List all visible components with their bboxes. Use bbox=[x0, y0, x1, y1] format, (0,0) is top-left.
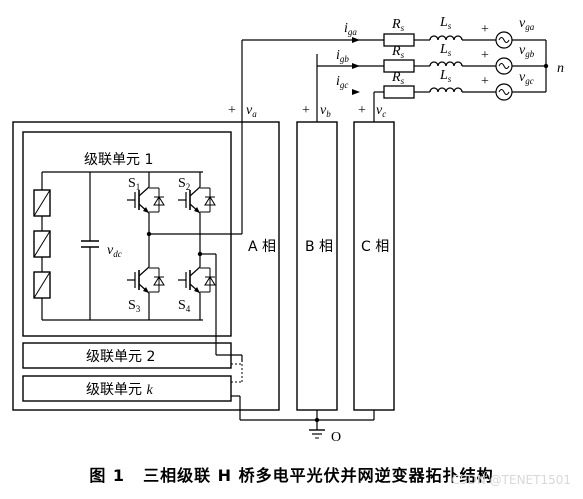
vdc-sub: dc bbox=[113, 249, 122, 259]
svg-text:Ls: Ls bbox=[439, 68, 452, 84]
svg-text:S3: S3 bbox=[128, 298, 141, 314]
phase-c-label: C 相 bbox=[361, 239, 389, 255]
inductor-a bbox=[429, 35, 463, 41]
vc-sub: c bbox=[382, 109, 386, 119]
plus-vc: + bbox=[358, 103, 366, 118]
figure-number: 图 1 bbox=[89, 466, 126, 485]
svg-text:S1: S1 bbox=[128, 176, 140, 192]
inductor-b bbox=[429, 61, 463, 67]
plus-vb: + bbox=[302, 103, 310, 118]
inductor-a-label: L bbox=[439, 15, 448, 30]
svg-text:va: va bbox=[246, 103, 257, 119]
s3-sub: 3 bbox=[136, 304, 141, 314]
svg-text:Ls: Ls bbox=[439, 42, 452, 58]
svg-text:igb: igb bbox=[336, 48, 349, 64]
pv-panel-3 bbox=[33, 271, 51, 299]
svg-text:vgb: vgb bbox=[519, 43, 535, 59]
plus-b: + bbox=[481, 48, 489, 63]
vc-label: v bbox=[376, 103, 383, 118]
ac-source-c-icon bbox=[495, 83, 513, 101]
cell-1-title: 级联单元 1 bbox=[84, 152, 153, 168]
inductor-c-label: L bbox=[439, 68, 448, 83]
resistor-a-sub: s bbox=[401, 23, 405, 33]
cascade-cell-k-box bbox=[22, 375, 232, 402]
svg-text:iga: iga bbox=[344, 21, 357, 37]
s2-sub: 2 bbox=[186, 182, 191, 192]
inductor-a-sub: s bbox=[448, 21, 452, 31]
s4-label: S bbox=[178, 298, 186, 313]
switch-s3-icon bbox=[126, 261, 165, 299]
cell-2-title: 级联单元 2 bbox=[86, 349, 155, 365]
vgb-label: v bbox=[519, 43, 526, 58]
s4-sub: 4 bbox=[186, 304, 191, 314]
phase-a-label: A 相 bbox=[248, 239, 276, 255]
phase-b-label: B 相 bbox=[305, 239, 333, 255]
cell-k-var: k bbox=[146, 383, 153, 398]
cell-k-title: 级联单元 bbox=[86, 382, 146, 398]
resistor-c-label: R bbox=[391, 70, 401, 85]
s1-label: S bbox=[128, 176, 136, 191]
svg-text:级联单元 k: 级联单元 k bbox=[86, 382, 153, 398]
ac-source-b-icon bbox=[495, 57, 513, 75]
vdc-label: v bbox=[107, 243, 114, 258]
current-a-sub: ga bbox=[348, 27, 358, 37]
phase-b-box bbox=[296, 121, 338, 411]
s2-label: S bbox=[178, 176, 186, 191]
plus-a: + bbox=[481, 22, 489, 37]
inductor-b-sub: s bbox=[448, 48, 452, 58]
svg-text:Ls: Ls bbox=[439, 15, 452, 31]
inductor-c-sub: s bbox=[448, 74, 452, 84]
vgc-sub: gc bbox=[525, 76, 534, 86]
figure-caption: 图 1 三相级联 H 桥多电平光伏并网逆变器拓扑结构 bbox=[0, 462, 583, 486]
s1-sub: 1 bbox=[136, 182, 141, 192]
inductor-b-label: L bbox=[439, 42, 448, 57]
pv-panel-1 bbox=[33, 189, 51, 217]
svg-text:vgc: vgc bbox=[519, 70, 534, 86]
vb-label: v bbox=[320, 103, 327, 118]
resistor-c bbox=[383, 85, 415, 99]
svg-text:Rs: Rs bbox=[391, 70, 405, 86]
svg-text:vc: vc bbox=[376, 103, 386, 119]
plus-c: + bbox=[481, 74, 489, 89]
watermark: CSDN @TENET1501 bbox=[451, 473, 571, 487]
figure-title: 三相级联 H 桥多电平光伏并网逆变器拓扑结构 bbox=[143, 466, 494, 485]
resistor-b-label: R bbox=[391, 44, 401, 59]
current-a-label: i bbox=[344, 21, 348, 36]
s3-label: S bbox=[128, 298, 136, 313]
inverter-topology-diagram: iga igb igc Rs Rs Rs Ls Ls Ls + + + vga … bbox=[12, 15, 564, 445]
svg-text:vb: vb bbox=[320, 103, 331, 119]
ac-source-a-icon bbox=[495, 31, 513, 49]
current-b-label: i bbox=[336, 48, 340, 63]
vb-sub: b bbox=[326, 109, 331, 119]
svg-text:vdc: vdc bbox=[107, 243, 122, 259]
plus-va: + bbox=[228, 103, 236, 118]
vgc-label: v bbox=[519, 70, 526, 85]
neutral-n-label: n bbox=[557, 61, 564, 76]
svg-text:S2: S2 bbox=[178, 176, 190, 192]
vga-label: v bbox=[519, 16, 526, 31]
neutral-o-label: O bbox=[331, 430, 341, 445]
inductor-c bbox=[429, 87, 463, 93]
dc-capacitor bbox=[81, 172, 99, 320]
resistor-a-label: R bbox=[391, 17, 401, 32]
phase-a-frame bbox=[12, 121, 280, 411]
ground-icon bbox=[309, 429, 325, 439]
svg-text:igc: igc bbox=[336, 74, 348, 90]
vgb-sub: gb bbox=[525, 49, 535, 59]
va-label: v bbox=[246, 103, 253, 118]
vga-sub: ga bbox=[525, 22, 535, 32]
current-b-sub: gb bbox=[340, 54, 350, 64]
svg-text:S4: S4 bbox=[178, 298, 191, 314]
resistor-c-sub: s bbox=[401, 76, 405, 86]
resistor-b-sub: s bbox=[401, 50, 405, 60]
switch-s4-icon bbox=[177, 261, 216, 299]
current-c-label: i bbox=[336, 74, 340, 89]
svg-text:Rs: Rs bbox=[391, 17, 405, 33]
va-sub: a bbox=[252, 109, 257, 119]
pv-panel-2 bbox=[33, 230, 51, 258]
svg-text:Rs: Rs bbox=[391, 44, 405, 60]
svg-text:vga: vga bbox=[519, 16, 535, 32]
current-c-sub: gc bbox=[340, 80, 349, 90]
phase-c-box bbox=[353, 121, 395, 411]
